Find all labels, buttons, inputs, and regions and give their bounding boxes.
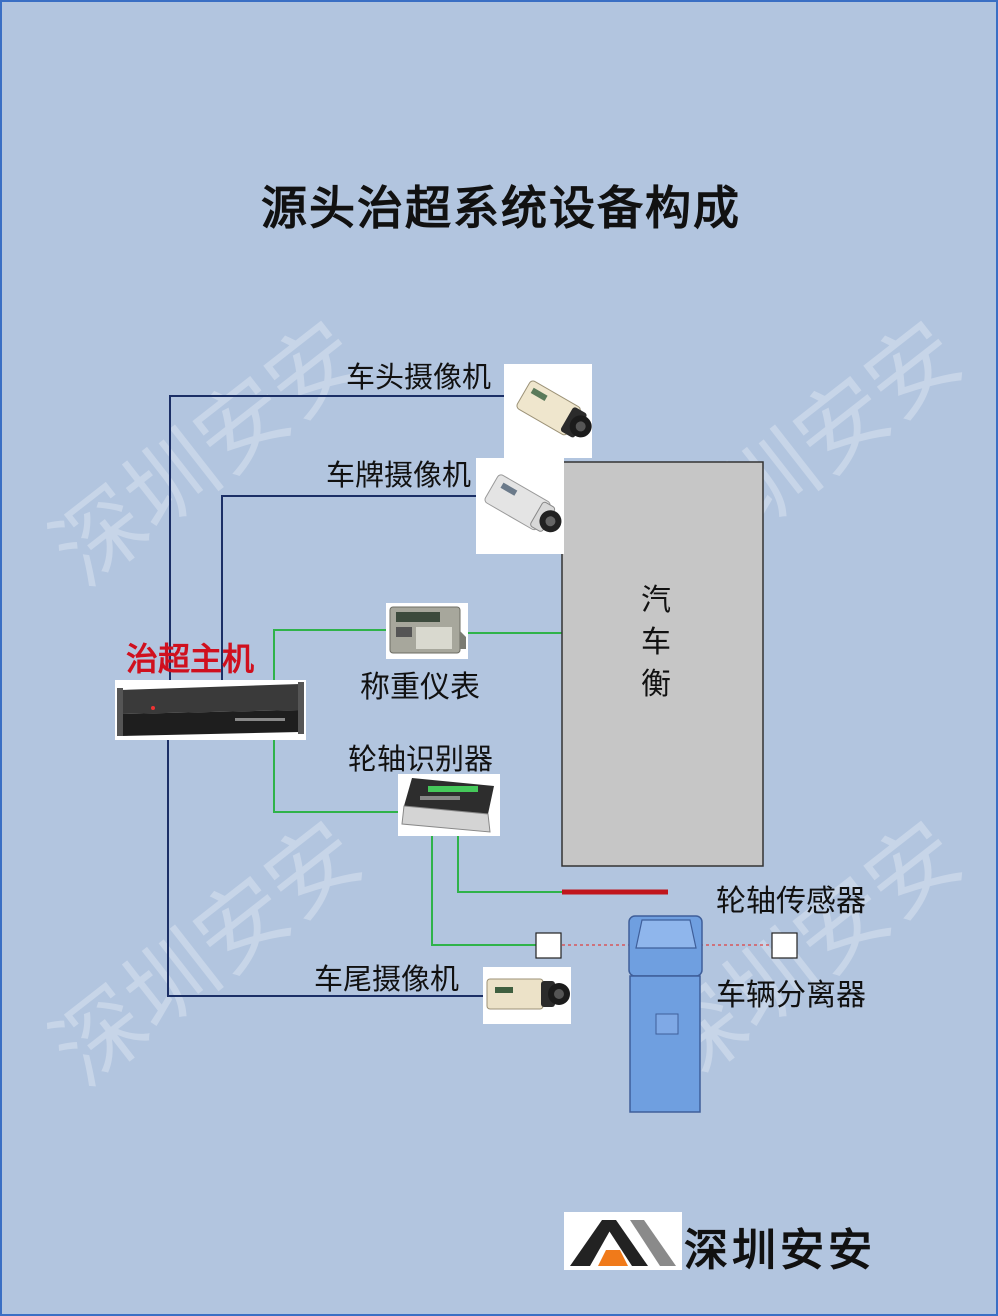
host-label: 治超主机 [126, 640, 255, 678]
head-camera-label: 车头摄像机 [346, 360, 492, 394]
wire-separator [431, 834, 536, 946]
wire-plate-camera [221, 495, 480, 682]
brand-name: 深圳安安 [684, 1225, 876, 1276]
wire-axle-identifier [273, 740, 402, 813]
weighing-indicator-icon [386, 603, 468, 659]
plate-camera-icon [476, 458, 564, 554]
weighing-indicator-label: 称重仪表 [360, 670, 480, 705]
diagram-title: 源头治超系统设备构成 [261, 181, 741, 235]
axle-identifier-icon [398, 774, 500, 836]
brand-logo-icon [564, 1212, 682, 1270]
host-device-icon [115, 680, 306, 740]
wire-indicator [273, 629, 388, 682]
vehicle-separator-label: 车辆分离器 [716, 978, 866, 1013]
vehicle-top-view [628, 915, 703, 1113]
truck-scale-label: 汽车衡 [641, 583, 671, 702]
tail-camera-label: 车尾摄像机 [314, 962, 460, 996]
wire-axle-sensor [457, 834, 562, 893]
axle-sensor-label: 轮轴传感器 [716, 884, 866, 919]
head-camera-icon [504, 364, 592, 458]
separator-receiver [771, 932, 798, 959]
tail-camera-icon [483, 967, 571, 1024]
wire-head-camera [169, 395, 508, 682]
separator-emitter [535, 932, 562, 959]
wire-tail-camera [167, 740, 485, 997]
plate-camera-label: 车牌摄像机 [326, 458, 472, 492]
axle-identifier-label: 轮轴识别器 [348, 742, 494, 776]
truck-scale-platform [561, 461, 764, 867]
